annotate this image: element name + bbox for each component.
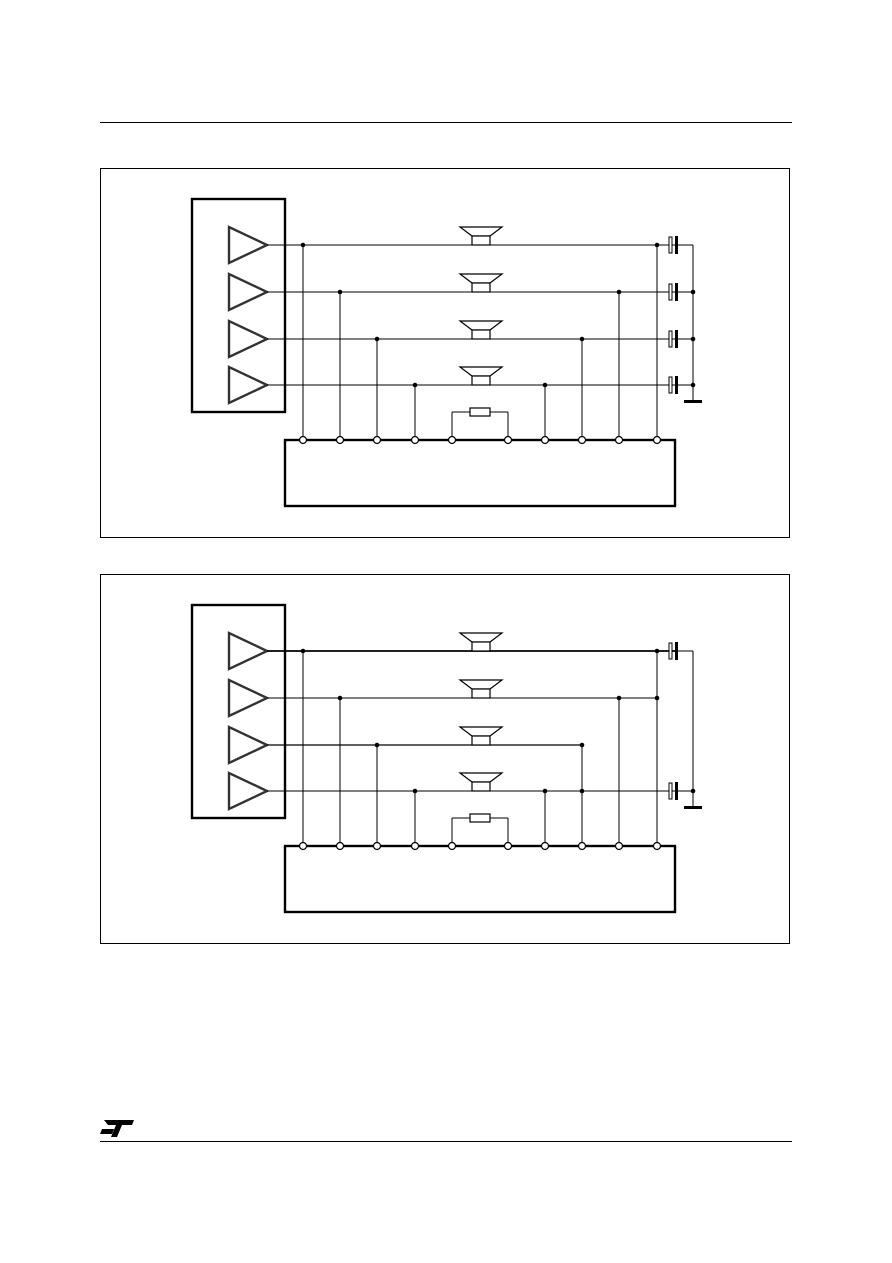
connector-pin [503, 435, 513, 445]
capacitor-plate-open [668, 283, 673, 301]
schematic-upper [190, 197, 702, 508]
footer-rule [100, 1141, 792, 1142]
junction-dot [300, 242, 306, 248]
amplifier-icon [227, 272, 270, 312]
speaker-icon [458, 273, 504, 284]
capacitor-plate-open [668, 642, 673, 660]
st-logo [100, 1120, 134, 1137]
speaker-magnet [471, 375, 491, 386]
junction-dot [690, 289, 696, 295]
capacitor-plate-open [668, 236, 673, 254]
junction-dot [542, 788, 548, 794]
junction-dot [616, 289, 622, 295]
amplifier-icon [227, 678, 270, 718]
capacitor-plate-filled [675, 330, 678, 348]
speaker-magnet [471, 688, 491, 699]
junction-dot [337, 289, 343, 295]
capacitor-plate-open [668, 376, 673, 394]
connector-block [283, 844, 677, 914]
capacitor-plate-open [668, 330, 673, 348]
speaker-icon [458, 366, 504, 377]
amplifier-icon [227, 225, 270, 265]
speaker-icon [458, 226, 504, 237]
junction-dot [690, 336, 696, 342]
resistor-icon [469, 407, 491, 417]
connector-pin [298, 841, 308, 851]
connector-pin [540, 435, 550, 445]
connector-pin [540, 841, 550, 851]
capacitor-plate-filled [675, 642, 678, 660]
capacitor-plate-filled [675, 283, 678, 301]
junction-dot [542, 382, 548, 388]
capacitor-plate-filled [675, 236, 678, 254]
connector-pin [372, 435, 382, 445]
connector-pin [335, 435, 345, 445]
amplifier-icon [227, 631, 270, 671]
capacitor-plate-filled [675, 376, 678, 394]
connector-pin [447, 841, 457, 851]
connector-pin [652, 841, 662, 851]
speaker-magnet [471, 282, 491, 293]
ground-icon [684, 400, 702, 403]
connector-pin [614, 435, 624, 445]
junction-dot [374, 336, 380, 342]
junction-dot [654, 695, 660, 701]
speaker-magnet [471, 235, 491, 246]
capacitor-plate-filled [675, 782, 678, 800]
connector-pin [577, 841, 587, 851]
speaker-icon [458, 679, 504, 690]
amplifier-icon [227, 725, 270, 765]
speaker-icon [458, 772, 504, 783]
connector-pin [577, 435, 587, 445]
speaker-icon [458, 726, 504, 737]
connector-pin [503, 841, 513, 851]
junction-dot [654, 242, 660, 248]
junction-dot [337, 695, 343, 701]
junction-dot [374, 742, 380, 748]
connector-block [283, 438, 677, 508]
speaker-magnet [471, 641, 491, 652]
amplifier-icon [227, 365, 270, 405]
speaker-magnet [471, 781, 491, 792]
junction-dot [412, 788, 418, 794]
connector-pin [410, 435, 420, 445]
junction-dot [300, 648, 306, 654]
resistor-icon [469, 813, 491, 823]
ground-icon [684, 806, 702, 809]
junction-dot [654, 648, 660, 654]
junction-dot [579, 336, 585, 342]
speaker-magnet [471, 329, 491, 340]
speaker-icon [458, 320, 504, 331]
junction-dot [412, 382, 418, 388]
capacitor-plate-open [668, 782, 673, 800]
figure-panel-upper [100, 168, 790, 538]
connector-pin [372, 841, 382, 851]
amplifier-icon [227, 319, 270, 359]
speaker-magnet [471, 735, 491, 746]
connector-pin [335, 841, 345, 851]
connector-pin [447, 435, 457, 445]
junction-dot [579, 788, 585, 794]
connector-pin [298, 435, 308, 445]
speaker-icon [458, 632, 504, 643]
figure-panel-lower [100, 574, 790, 944]
connector-pin [652, 435, 662, 445]
schematic-lower [190, 603, 702, 914]
junction-dot [579, 742, 585, 748]
header-rule [100, 122, 792, 123]
amplifier-icon [227, 771, 270, 811]
junction-dot [616, 695, 622, 701]
connector-pin [614, 841, 624, 851]
connector-pin [410, 841, 420, 851]
